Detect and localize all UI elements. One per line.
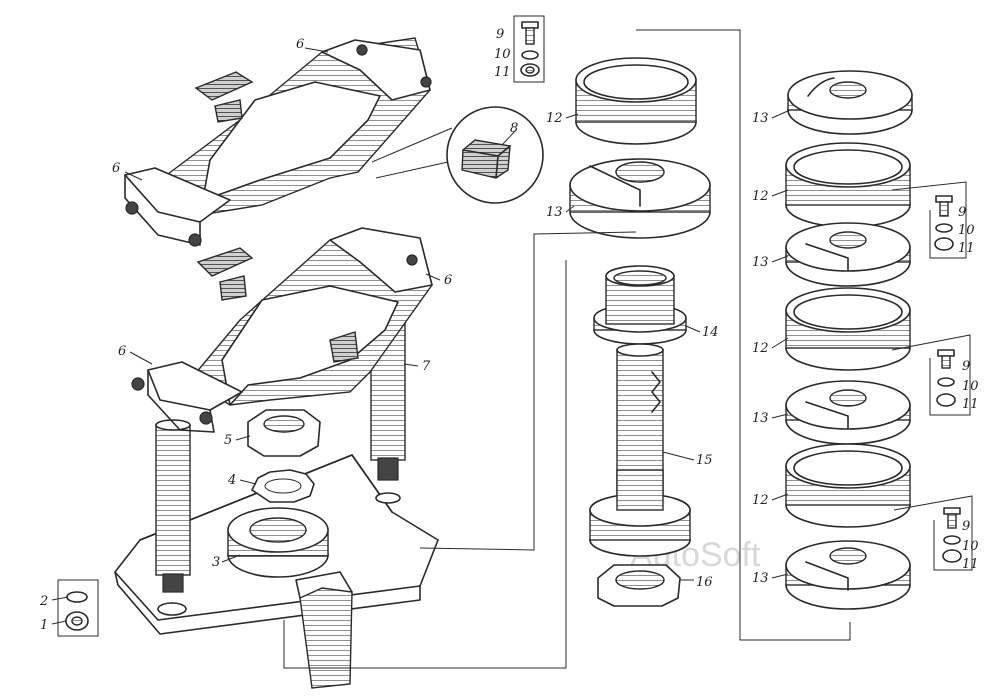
callout-label: 10: [962, 539, 979, 554]
nut-16: [597, 564, 681, 607]
callout-label: 6: [112, 161, 120, 176]
callout-label: 13: [752, 255, 769, 270]
callout-label: 1: [40, 618, 48, 633]
callout-label: 11: [962, 397, 979, 412]
fastener-group-right-1: [891, 181, 967, 259]
disk-13-right-top: [787, 70, 913, 135]
shaft-15: [589, 343, 691, 557]
lock-washer-4: [251, 469, 315, 503]
callout-label: 12: [752, 341, 769, 356]
callout-label: 5: [224, 433, 232, 448]
callout-label: 13: [752, 411, 769, 426]
detail-circle-8: [371, 106, 544, 204]
callout-label: 6: [444, 273, 452, 288]
callout-label: 4: [227, 473, 236, 488]
callout-label: 2: [39, 594, 48, 609]
callout-leaders: [51, 47, 791, 625]
callout-label: 14: [702, 325, 719, 340]
callout-label: 13: [752, 571, 769, 586]
sleeve-14: [593, 265, 687, 345]
disk-13-right-4: [785, 540, 911, 610]
support-column-left: [155, 419, 191, 593]
callout-label: 11: [962, 557, 979, 572]
bracket-frame-upper: [124, 37, 432, 247]
callout-label: 12: [546, 111, 563, 126]
callout-label: 8: [510, 121, 518, 136]
callout-labels: 2 1 3 4 5 6 6 6 6 7 8 9 10 11 12 13 14 1…: [39, 27, 979, 633]
disk-13-right-2: [785, 222, 911, 287]
washer-2-nut-1: [57, 579, 99, 637]
bolt-9-washer-10-nut-11-top: [513, 15, 545, 83]
callout-label: 3: [212, 555, 220, 570]
callout-label: 9: [958, 205, 966, 220]
callout-label: 9: [962, 359, 970, 374]
assembly-leader-center: [636, 29, 851, 641]
callout-label: 10: [958, 223, 975, 238]
bracket-frame-lower: [131, 227, 433, 433]
nut-5: [247, 409, 321, 457]
fastener-group-right-3: [893, 495, 973, 571]
callout-label: 12: [752, 189, 769, 204]
callout-label: 15: [696, 453, 713, 468]
callout-label: 13: [752, 111, 769, 126]
callout-label: 12: [752, 493, 769, 508]
ring-3: [227, 507, 329, 578]
fastener-group-right-2: [891, 334, 971, 416]
callout-label: 10: [494, 47, 511, 62]
callout-label: 6: [296, 37, 304, 52]
ring-12-right-1: [785, 142, 911, 228]
callout-label: 7: [422, 359, 431, 374]
callout-label: 13: [546, 205, 563, 220]
disk-13-right-3: [785, 380, 911, 445]
callout-label: 9: [496, 27, 504, 42]
callout-label: 6: [118, 344, 126, 359]
callout-label: 9: [962, 519, 970, 534]
ring-12-center: [575, 57, 697, 145]
callout-label: 11: [494, 65, 511, 80]
callout-label: 10: [962, 379, 979, 394]
base-bracket: [295, 571, 353, 689]
callout-label: 11: [958, 241, 975, 256]
assembly-leader-base: [283, 231, 637, 669]
ring-12-right-3: [785, 443, 911, 528]
callout-label: 16: [696, 575, 713, 590]
disk-13-center: [569, 158, 711, 239]
ring-12-right-2: [785, 287, 911, 371]
